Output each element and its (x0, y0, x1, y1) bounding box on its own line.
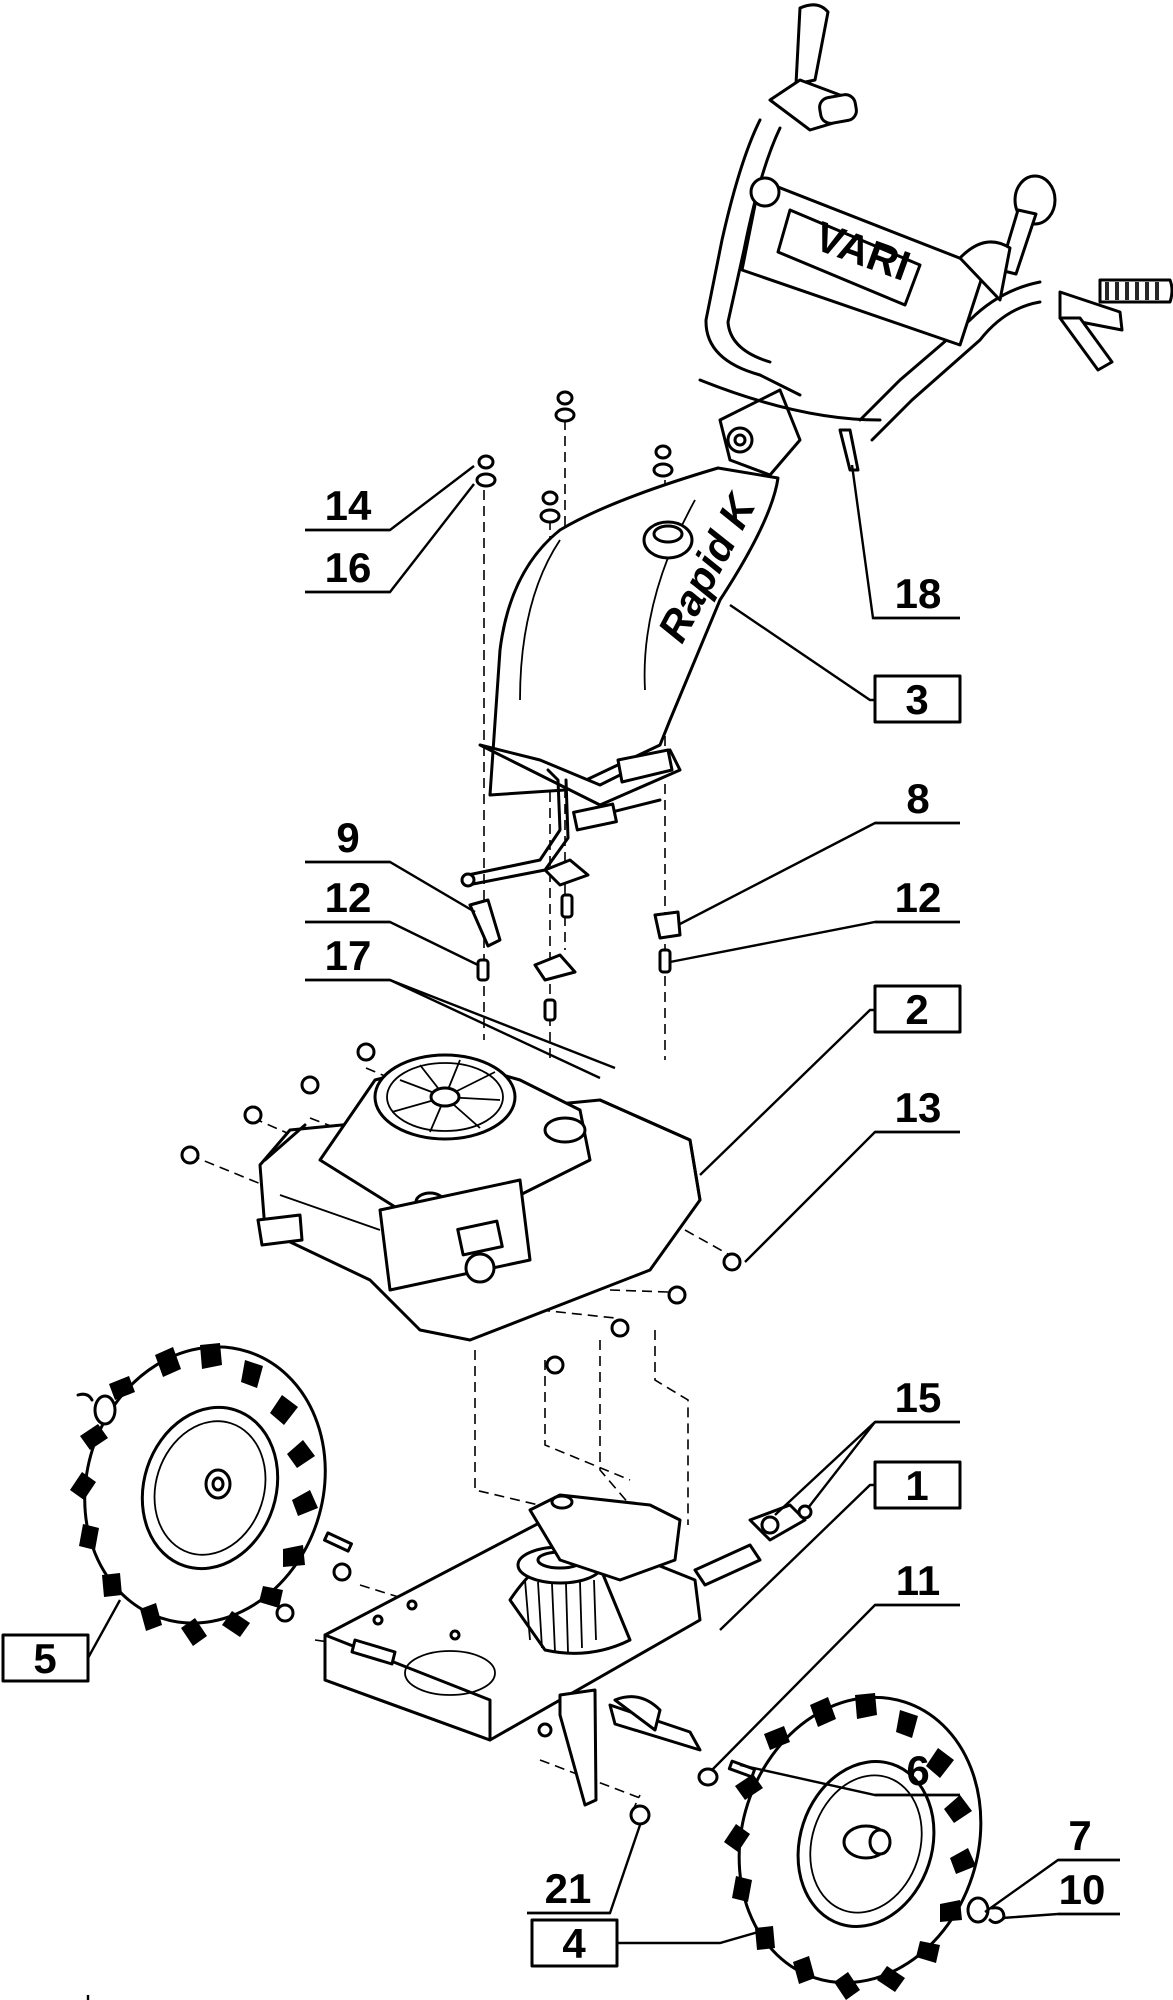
callout-boxes (1, 674, 962, 1968)
callout-2: 2 (905, 986, 928, 1033)
fan-blades (391, 1059, 501, 1133)
callout-21: 21 (545, 1865, 592, 1912)
callout-18: 18 (895, 570, 942, 617)
handle-frame-part-3: Rapid K (460, 466, 780, 888)
right-wheel-part-4 (724, 1693, 1006, 2000)
gear-fins (524, 1579, 597, 1653)
callout-9: 9 (336, 814, 359, 861)
callout-4: 4 (562, 1920, 586, 1967)
top-fasteners (475, 390, 674, 524)
callout-13: 13 (895, 1084, 942, 1131)
callout-10: 10 (1059, 1866, 1106, 1913)
engine-chassis-part-2 (256, 1053, 702, 1342)
shaft-fasteners (275, 1503, 813, 1826)
callout-15: 15 (895, 1374, 942, 1421)
callout-5: 5 (33, 1635, 56, 1682)
callout-6: 6 (906, 1747, 929, 1794)
engine-bolts (180, 1042, 742, 1375)
callout-3: 3 (905, 676, 928, 723)
callout-12-left: 12 (325, 874, 372, 921)
left-wheel-part-5 (70, 1343, 327, 1646)
base-plate-part-1 (323, 1493, 702, 1807)
callout-12-right: 12 (895, 874, 942, 921)
callout-labels: 1 2 3 4 5 6 7 8 9 10 11 12 12 13 14 15 1… (33, 482, 1105, 1967)
callout-1: 1 (905, 1462, 928, 1509)
mid-fasteners (468, 858, 682, 1022)
callout-17: 17 (325, 932, 372, 979)
callout-8: 8 (906, 775, 929, 822)
label-underlines (305, 528, 1120, 1916)
callout-11: 11 (896, 1557, 940, 1604)
callout-14: 14 (325, 482, 372, 529)
handlebar-assembly: VARI (698, 3, 1173, 477)
callout-7: 7 (1068, 1812, 1091, 1859)
callout-16: 16 (325, 544, 372, 591)
